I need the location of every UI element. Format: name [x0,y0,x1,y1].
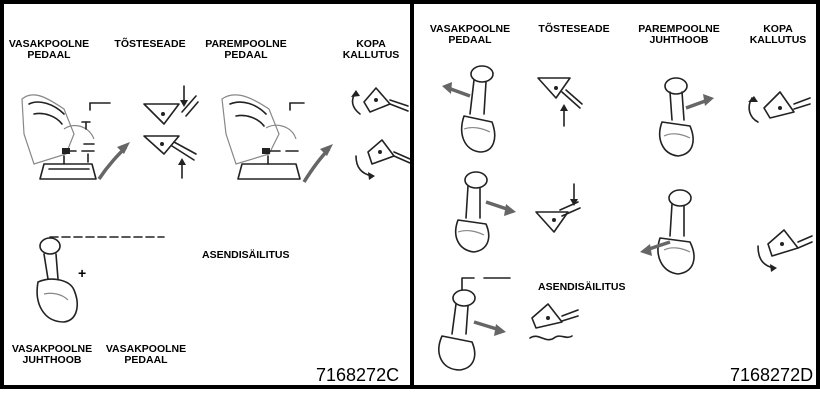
left-pedal-leader-lines [64,103,110,164]
header-right-pedal: PAREMPOOLNE PEDAAL [196,39,296,61]
joystick-hand-top-right [660,78,693,156]
bucket-tilt-down-symbol [356,140,410,180]
header-right-lever: PAREMPOOLNE JUHTHOOB [624,24,734,46]
lift-down-symbol-right [536,184,580,232]
bucket-tilt-down-symbol-right [758,230,812,272]
joystick-hand-top-left [462,66,495,152]
figure-code-d: 7168272D [730,365,813,386]
joystick-hand-bottom-left [439,290,475,370]
right-pedal-leader-lines [268,103,304,164]
panel-right-lever-controls: VASAKPOOLNE PEDAAL TÕSTESEADE PAREMPOOLN… [410,0,820,389]
figure-code-c: 7168272C [316,365,399,386]
header-left-pedal: VASAKPOOLNE PEDAAL [8,39,90,61]
position-hold-label-right: ASENDISÄILITUS [538,282,626,293]
footer-left-pedal: VASAKPOOLNE PEDAAL [96,344,196,366]
header-bucket-tilt-right: KOPA KALLUTUS [740,24,816,46]
position-hold-label: ASENDISÄILITUS [202,250,290,261]
lift-down-symbol [144,136,196,178]
panel-left-pedal-controls: VASAKPOOLNE PEDAAL TÕSTESEADE PAREMPOOLN… [0,0,415,389]
bucket-tilt-up-symbol [351,88,408,114]
header-left-pedal-right: VASAKPOOLNE PEDAAL [420,24,520,46]
left-joystick-sketch [37,238,77,322]
joystick-hand-middle-left [456,172,489,252]
joystick-hand-bottom-right [658,190,694,274]
lift-up-symbol-right [538,78,582,126]
bucket-tilt-up-symbol-right [748,92,810,122]
right-foot-on-pedal-sketch [222,95,300,179]
footer-left-lever: VASAKPOOLNE JUHTHOOB [4,344,100,366]
left-foot-on-pedal-sketch [22,95,96,179]
position-hold-symbol-right [530,304,578,340]
left-panel-illustrations [4,4,419,393]
header-bucket-tilt: KOPA KALLUTUS [336,39,406,61]
header-lift-right: TÕSTESEADE [524,24,624,35]
lift-up-symbol [144,86,198,124]
right-panel-illustrations [414,4,820,393]
header-lift: TÕSTESEADE [100,39,200,50]
plus-sign: + [78,268,86,279]
